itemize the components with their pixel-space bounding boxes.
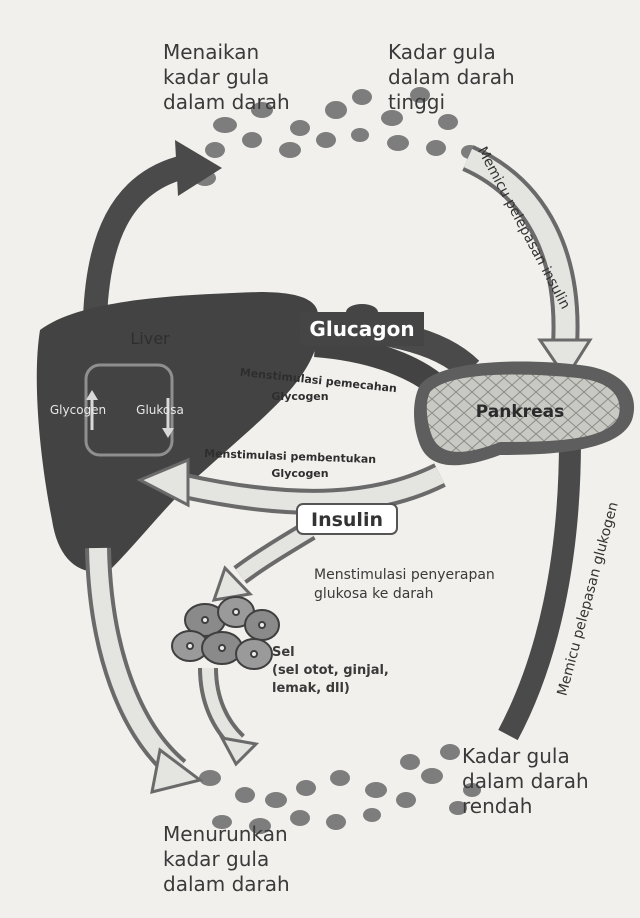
glukosa-label: Glukosa — [136, 403, 184, 417]
raise-sugar-arrow — [95, 140, 222, 318]
insulin-label: Insulin — [311, 509, 383, 531]
glycogen-label: Glycogen — [50, 403, 106, 417]
label-low-sugar-line3: rendah — [462, 794, 589, 819]
liver — [37, 292, 318, 572]
label-cells: Sel (sel otot, ginjal, lemak, dll) — [272, 644, 389, 698]
label-cells-line1: Sel — [272, 644, 389, 662]
label-high-sugar-line1: Kadar gula — [388, 40, 515, 65]
label-lower-sugar-line3: dalam darah — [163, 872, 290, 897]
label-cells-line2: (sel otot, ginjal, — [272, 662, 389, 680]
label-low-sugar-line1: Kadar gula — [462, 744, 589, 769]
label-raise-sugar: Menaikan kadar gula dalam darah — [163, 40, 290, 115]
label-low-sugar-line2: dalam darah — [462, 769, 589, 794]
cells-lower-arrow — [208, 668, 256, 764]
label-high-sugar-line2: dalam darah — [388, 65, 515, 90]
label-high-sugar: Kadar gula dalam darah tinggi — [388, 40, 515, 115]
liver-label: Liver — [130, 329, 170, 348]
cells-cluster — [172, 597, 279, 669]
stim-breakdown-line2: Glycogen — [271, 390, 328, 403]
label-low-sugar: Kadar gula dalam darah rendah — [462, 744, 589, 819]
pankreas-label: Pankreas — [476, 402, 564, 422]
label-stim-uptake: Menstimulasi penyerapan glukosa ke darah — [314, 566, 495, 604]
insulin-uptake-arrow — [214, 530, 310, 600]
label-cells-line3: lemak, dll) — [272, 680, 389, 698]
stim-formation-line1: Menstimulasi pembentukan — [204, 447, 376, 466]
label-lower-sugar-line1: Menurunkan — [163, 822, 290, 847]
stim-formation-line2: Glycogen — [271, 467, 328, 480]
label-lower-sugar-line2: kadar gula — [163, 847, 290, 872]
label-stim-uptake-line1: Menstimulasi penyerapan — [314, 566, 495, 585]
glucagon-label: Glucagon — [309, 317, 414, 341]
label-high-sugar-line3: tinggi — [388, 90, 515, 115]
label-raise-sugar-line3: dalam darah — [163, 90, 290, 115]
label-raise-sugar-line1: Menaikan — [163, 40, 290, 65]
liver-lower-arrow — [98, 548, 200, 792]
label-raise-sugar-line2: kadar gula — [163, 65, 290, 90]
label-lower-sugar: Menurunkan kadar gula dalam darah — [163, 822, 290, 897]
label-stim-uptake-line2: glukosa ke darah — [314, 585, 495, 604]
trigger-insulin-arrow — [468, 158, 590, 378]
